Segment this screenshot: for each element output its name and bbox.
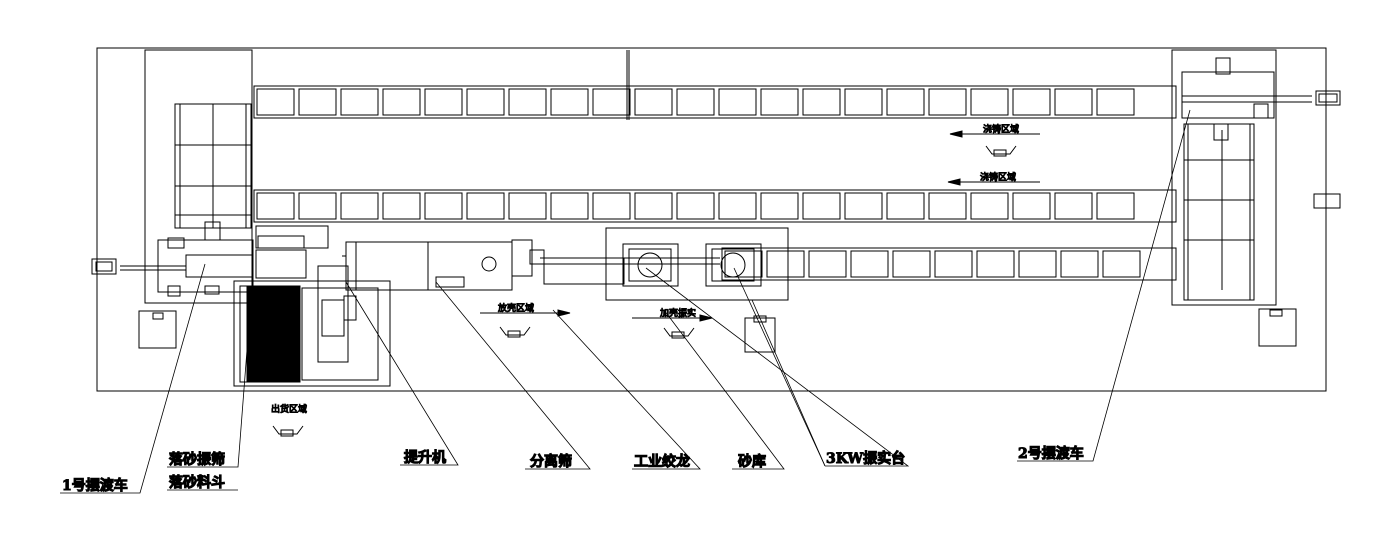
conveyor-cell — [466, 88, 505, 116]
conveyor-cell — [508, 192, 547, 220]
transfer-car-2 — [1181, 57, 1341, 301]
conveyor-cell — [1102, 250, 1141, 278]
conveyor-cell — [850, 250, 889, 278]
conveyor-cell — [766, 250, 805, 278]
conveyor-cell — [1096, 88, 1135, 116]
callout-sand-silo: 砂库 — [737, 453, 766, 470]
conveyor-cell — [718, 88, 757, 116]
conveyor-cell — [718, 192, 757, 220]
conveyor-cell — [466, 192, 505, 220]
pour-arrow-lower — [947, 178, 1040, 186]
shell-vibration-label: 加壳振实 — [660, 307, 696, 319]
conveyor-cell — [508, 88, 547, 116]
callout-elevator: 提升机 — [404, 449, 446, 466]
conveyor-cell — [676, 192, 715, 220]
conveyor-cell — [634, 88, 673, 116]
conveyor-cell — [424, 192, 463, 220]
conveyor-cell — [1018, 250, 1057, 278]
callout-screw-conveyor: 工业绞龙 — [634, 453, 690, 470]
conveyor-cell — [592, 88, 631, 116]
conveyor-cell — [844, 192, 883, 220]
plant-boundary — [96, 47, 1327, 392]
conveyor-rows — [253, 85, 1177, 281]
conveyor-cell — [970, 192, 1009, 220]
conveyor-cell — [550, 88, 589, 116]
conveyor-cell — [760, 88, 799, 116]
conveyor-cell — [886, 88, 925, 116]
conveyor-cell — [760, 192, 799, 220]
conveyor-cell — [724, 250, 763, 278]
conveyor-cell — [382, 192, 421, 220]
conveyor-cell — [1096, 192, 1135, 220]
callout-shakeout-hopper: 落砂料斗 — [169, 474, 225, 491]
left-transfer-rail — [174, 103, 252, 229]
conveyor-cell — [934, 250, 973, 278]
right-pit — [1258, 308, 1297, 347]
callout-shakeout-screen: 落砂振筛 — [169, 451, 225, 468]
callout-separation-screen: 分离筛 — [530, 453, 572, 470]
separator-assembly — [342, 239, 545, 291]
shakeout-equipment — [233, 225, 391, 387]
shell-release-label: 放壳区域 — [498, 302, 534, 314]
conveyor-cell — [424, 88, 463, 116]
conveyor-row-top — [253, 85, 1177, 119]
conveyor-cell — [844, 88, 883, 116]
conveyor-cell — [1054, 88, 1093, 116]
area-symbol-shell — [499, 326, 531, 338]
shipping-area-label: 出货区域 — [271, 403, 307, 415]
conveyor-cell — [256, 88, 295, 116]
conveyor-cell — [340, 192, 379, 220]
shell-vibration-arrow — [632, 314, 713, 322]
conveyor-cell — [550, 192, 589, 220]
conveyor-cell — [340, 88, 379, 116]
conveyor-cell — [676, 88, 715, 116]
callout-transfer-car-2: 2号摆渡车 — [1018, 445, 1084, 462]
conveyor-cell — [808, 250, 847, 278]
right-side-block — [1313, 193, 1341, 209]
callout-vibration-table: 3KW振实台 — [826, 450, 905, 467]
left-pit — [138, 310, 177, 349]
area-symbol-vibration — [663, 327, 695, 339]
conveyor-cell — [1060, 250, 1099, 278]
area-symbol-shipping — [272, 425, 304, 437]
right-bay — [1171, 49, 1277, 306]
conveyor-cell — [382, 88, 421, 116]
conveyor-row-bottom — [721, 247, 1177, 281]
leader-lines — [60, 109, 1191, 494]
left-bay — [144, 49, 253, 304]
pour-arrow-upper — [949, 130, 1040, 138]
shell-release-arrow — [480, 309, 571, 317]
conveyor-cell — [976, 250, 1015, 278]
conveyor-cell — [256, 192, 295, 220]
area-symbol-pour — [985, 145, 1017, 157]
conveyor-cell — [1012, 88, 1051, 116]
transfer-car-1 — [91, 221, 254, 297]
callout-transfer-car-1: 1号摆渡车 — [62, 477, 128, 494]
conveyor-cell — [298, 88, 337, 116]
conveyor-cell — [802, 88, 841, 116]
pour-area-upper-label: 浇铸区域 — [983, 123, 1019, 135]
conveyor-cell — [892, 250, 931, 278]
conveyor-cell — [802, 192, 841, 220]
pour-area-lower-label: 浇铸区域 — [980, 171, 1016, 183]
conveyor-cell — [928, 88, 967, 116]
conveyor-cell — [592, 192, 631, 220]
conveyor-cell — [298, 192, 337, 220]
conveyor-cell — [1054, 192, 1093, 220]
screw-conveyor — [540, 257, 720, 285]
conveyor-cell — [928, 192, 967, 220]
vibration-platform — [605, 227, 789, 301]
conveyor-cell — [970, 88, 1009, 116]
conveyor-row-middle — [253, 189, 1177, 223]
conveyor-cell — [634, 192, 673, 220]
conveyor-cell — [1012, 192, 1051, 220]
conveyor-cell — [886, 192, 925, 220]
